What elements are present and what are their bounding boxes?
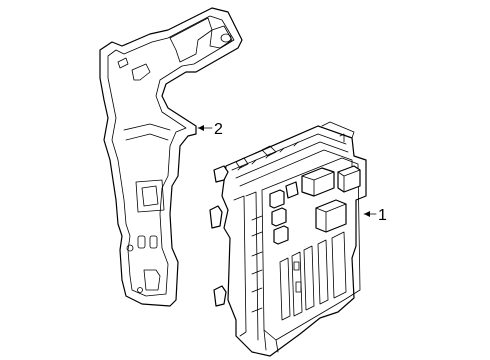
callout-label-1: 1: [378, 207, 387, 224]
callout-2: 2: [197, 121, 223, 138]
callout-1: 1: [363, 207, 387, 224]
arrowhead-1: [364, 211, 370, 217]
arrowhead-2: [198, 125, 204, 131]
bracket-part: [99, 7, 243, 307]
callout-label-2: 2: [214, 121, 223, 138]
junction-box-part: [209, 121, 367, 357]
